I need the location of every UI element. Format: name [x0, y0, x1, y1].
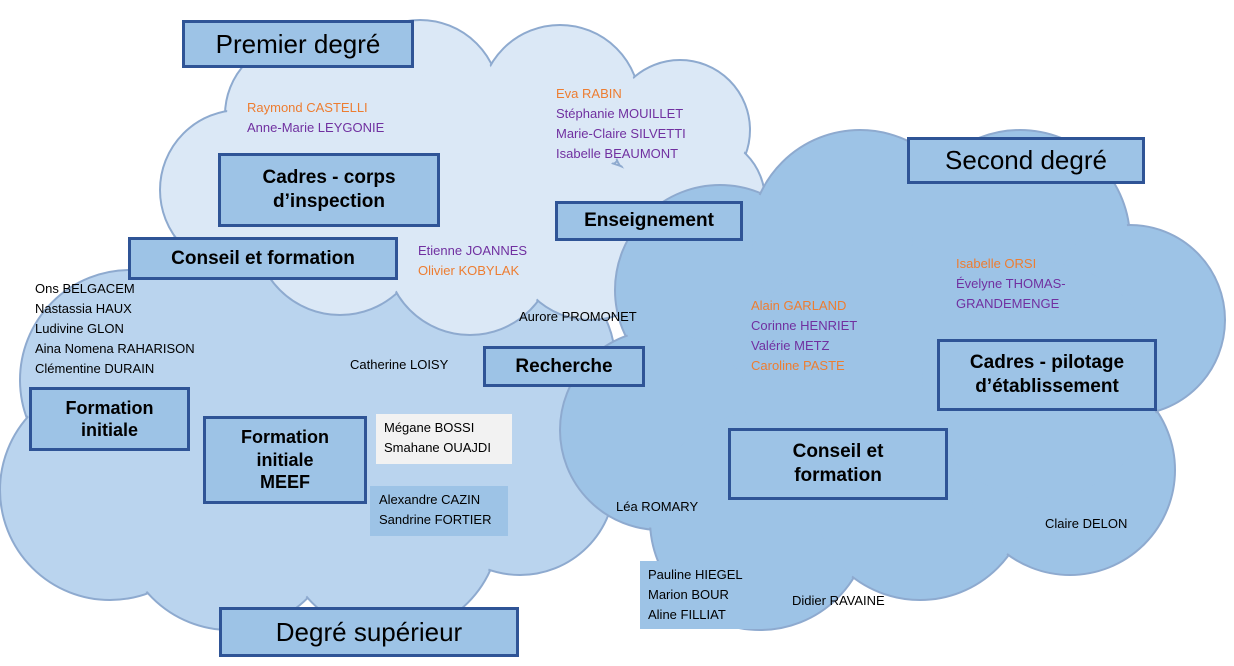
title-premier-degre: Premier degré	[182, 20, 414, 68]
person-name: Caroline PASTE	[751, 358, 845, 373]
person-name: Corinne HENRIET	[751, 318, 858, 333]
group-belgacem: Ons BELGACEM Nastassia HAUX Ludivine GLON A…	[35, 279, 195, 379]
name-ravaine: Didier RAVAINE	[792, 593, 885, 608]
box-formation-meef-line3: MEEF	[259, 472, 310, 493]
person-name: Ludivine GLON	[35, 321, 124, 336]
person-name: Raymond CASTELLI	[247, 100, 368, 115]
person-name: Alain GARLAND	[751, 298, 847, 313]
box-conseil-formation-top: Conseil et formation	[128, 237, 398, 280]
title-second-degre-text: Second degré	[945, 145, 1107, 176]
box-conseil-formation-right-line1: Conseil et	[792, 441, 884, 463]
box-formation-initiale-line1: Formation	[65, 397, 154, 418]
box-cadres-inspection-line2: d’inspection	[273, 191, 385, 212]
person-name: Marion BOUR	[648, 587, 729, 602]
person-name: Pauline HIEGEL	[648, 567, 743, 582]
panel-hiegel: Pauline HIEGEL Marion BOUR Aline FILLIAT	[640, 561, 762, 629]
box-cadres-pilotage-line2: d’établissement	[975, 376, 1119, 397]
name-delon: Claire DELON	[1045, 516, 1128, 531]
box-enseignement-text: Enseignement	[584, 210, 714, 232]
title-degre-superieur-text: Degré supérieur	[275, 616, 463, 647]
box-formation-meef: Formation initiale MEEF	[203, 416, 367, 504]
person-name: Eva RABIN	[556, 86, 622, 101]
group-garland: Alain GARLAND Corinne HENRIET Valérie METZ…	[751, 296, 857, 376]
person-name: Smahane OUAJDI	[384, 440, 491, 455]
person-name: Etienne JOANNES	[418, 243, 528, 258]
box-cadres-inspection: Cadres - corps d’inspection	[218, 153, 440, 227]
box-recherche-text: Recherche	[515, 355, 613, 377]
box-formation-initiale: Formation initiale	[29, 387, 190, 451]
box-conseil-formation-right: Conseil et formation	[728, 428, 948, 500]
person-name: Marie-Claire SILVETTI	[556, 126, 686, 141]
box-formation-initiale-line2: initiale	[80, 420, 138, 440]
person-name: Sandrine FORTIER	[379, 512, 492, 527]
person-name: Anne-Marie LEYGONIE	[247, 120, 385, 135]
group-rabin: Eva RABIN Stéphanie MOUILLET Marie-Claire …	[556, 84, 686, 164]
person-name: Alexandre CAZIN	[379, 492, 481, 507]
group-castelli: Raymond CASTELLI Anne-Marie LEYGONIE	[247, 98, 384, 138]
person-name: Isabelle BEAUMONT	[556, 146, 679, 161]
person-name: Aina Nomena RAHARISON	[35, 341, 195, 356]
person-name: Olivier KOBYLAK	[418, 263, 520, 278]
person-name: Ons BELGACEM	[35, 281, 135, 296]
group-orsi: Isabelle ORSI Évelyne THOMAS- GRANDEMENGE	[956, 254, 1066, 314]
person-name: Aline FILLIAT	[648, 607, 726, 622]
box-enseignement: Enseignement	[555, 201, 743, 241]
person-name: Valérie METZ	[751, 338, 830, 353]
box-recherche: Recherche	[483, 346, 645, 387]
person-name: Mégane BOSSI	[384, 420, 475, 435]
group-joannes: Etienne JOANNES Olivier KOBYLAK	[418, 241, 527, 281]
person-name: Stéphanie MOUILLET	[556, 106, 684, 121]
name-loisy: Catherine LOISY	[350, 357, 449, 372]
person-name: Évelyne THOMAS-	[956, 276, 1066, 291]
person-name: Nastassia HAUX	[35, 301, 132, 316]
person-name: Isabelle ORSI	[956, 256, 1037, 271]
box-cadres-pilotage: Cadres - pilotage d’établissement	[937, 339, 1157, 411]
person-name: Clémentine DURAIN	[35, 361, 155, 376]
name-romary: Léa ROMARY	[616, 499, 699, 514]
title-second-degre: Second degré	[907, 137, 1145, 184]
box-conseil-formation-top-text: Conseil et formation	[171, 247, 355, 269]
name-promonet: Aurore PROMONET	[519, 309, 637, 324]
box-cadres-inspection-line1: Cadres - corps	[262, 167, 396, 189]
box-formation-meef-line1: Formation	[241, 427, 329, 448]
person-name: GRANDEMENGE	[956, 296, 1060, 311]
box-conseil-formation-right-line2: formation	[794, 465, 882, 486]
title-degre-superieur: Degré supérieur	[219, 607, 519, 657]
box-formation-meef-line2: initiale	[256, 449, 314, 470]
panel-cazin: Alexandre CAZIN Sandrine FORTIER	[370, 486, 508, 536]
box-cadres-pilotage-line1: Cadres - pilotage	[969, 352, 1125, 374]
title-premier-degre-text: Premier degré	[215, 28, 381, 59]
panel-bossi: Mégane BOSSI Smahane OUAJDI	[376, 414, 512, 464]
